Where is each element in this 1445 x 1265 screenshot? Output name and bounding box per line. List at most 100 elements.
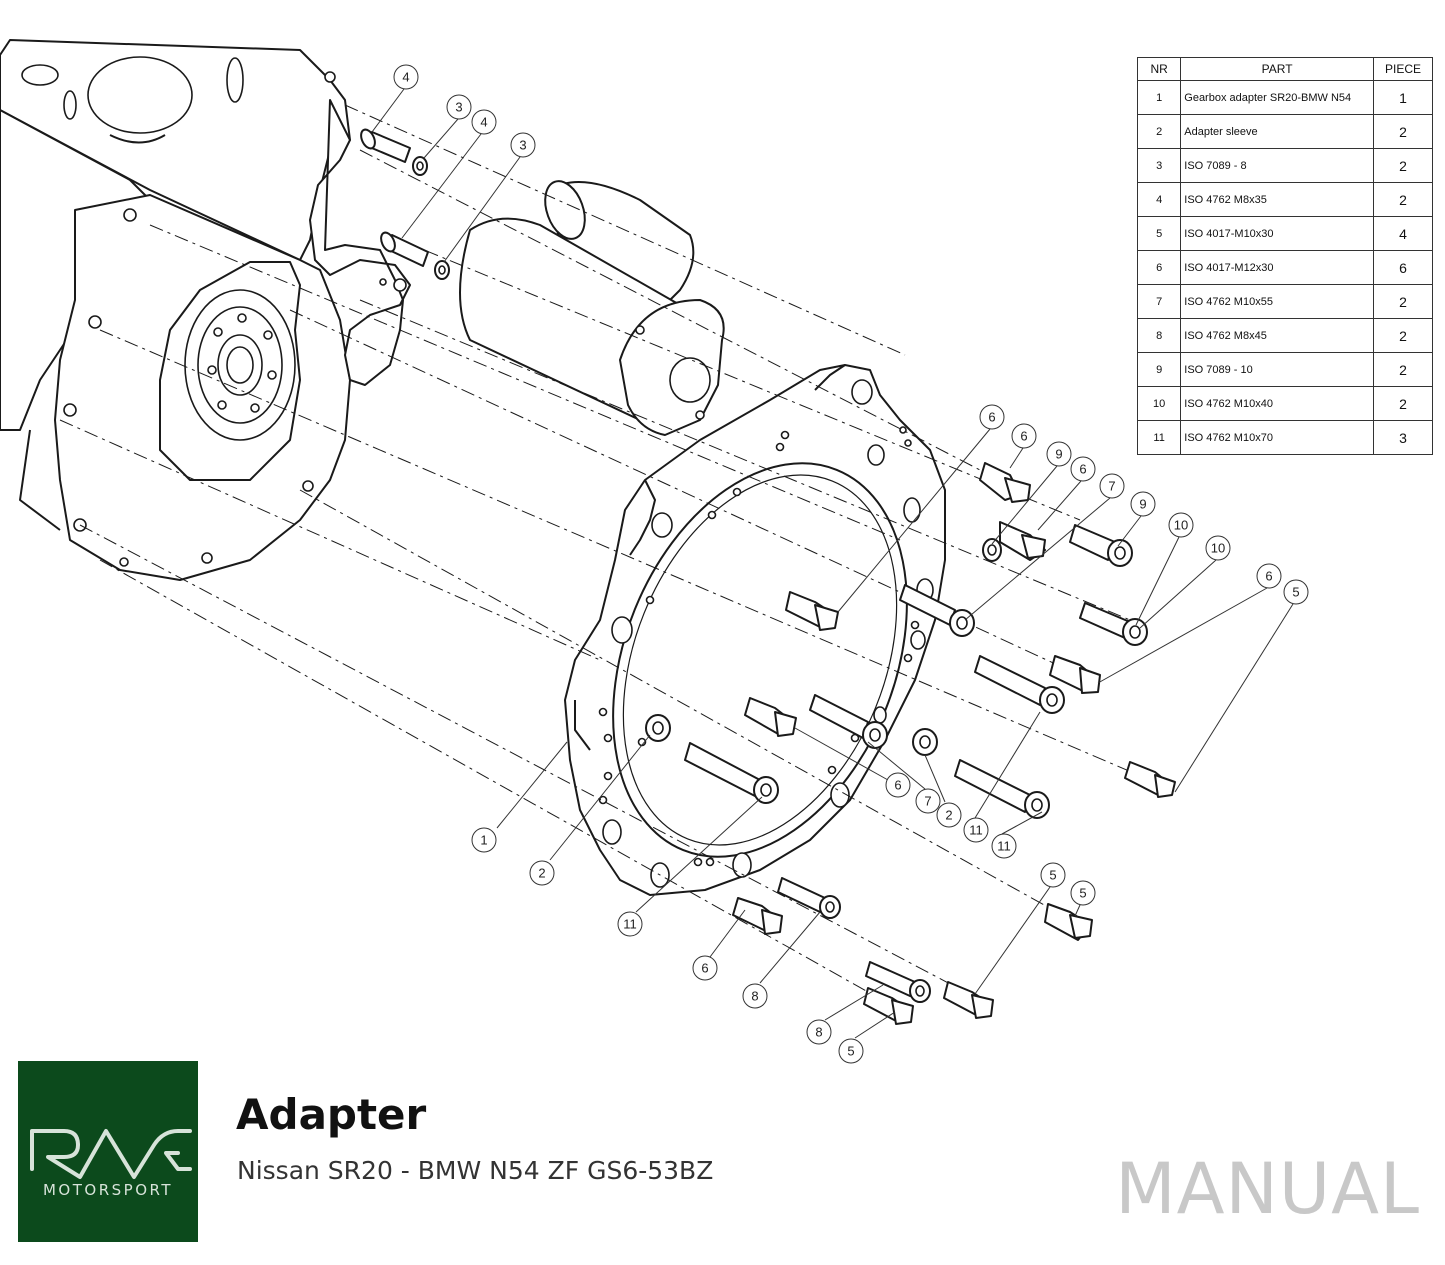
svg-text:6: 6: [894, 778, 901, 793]
row-part: ISO 4762 M8x35: [1180, 182, 1374, 217]
table-header-row: NR PART PIECE: [1136, 57, 1434, 81]
row-nr: 6: [1136, 250, 1182, 285]
logo-mark-icon: [30, 1129, 192, 1179]
row-part: ISO 4017-M10x30: [1180, 216, 1374, 251]
callout-balloon: 7: [915, 788, 941, 814]
bolt-6-b: [999, 521, 1046, 561]
callout-balloon: 5: [838, 1038, 864, 1064]
svg-text:5: 5: [1079, 886, 1086, 901]
document-type-label: MANUAL: [1115, 1148, 1420, 1230]
header-nr: NR: [1136, 57, 1182, 81]
row-piece: 6: [1372, 250, 1434, 285]
row-nr: 1: [1136, 80, 1182, 115]
leader-lines: [371, 88, 1294, 1039]
svg-text:1: 1: [480, 833, 487, 848]
svg-text:6: 6: [1079, 462, 1086, 477]
starter-bracket: [309, 99, 411, 386]
callout-balloon: 2: [529, 860, 555, 886]
bolt-11-b: [954, 759, 1050, 819]
svg-text:8: 8: [815, 1025, 822, 1040]
callout-balloon: 2: [936, 802, 962, 828]
row-nr: 10: [1136, 386, 1182, 421]
row-nr: 8: [1136, 318, 1182, 353]
callout-balloon: 11: [963, 817, 989, 843]
row-nr: 7: [1136, 284, 1182, 319]
bolt-8-b: [865, 961, 931, 1003]
callout-balloon: 8: [806, 1019, 832, 1045]
callouts: 4 3 4 3 6 6 9 6 7 9 10 10 6 5 1 2 11 6 7…: [393, 64, 1309, 1064]
callout-balloon: 6: [1070, 456, 1096, 482]
bolt-11-a: [974, 655, 1065, 714]
row-part: ISO 4017-M12x30: [1180, 250, 1374, 285]
starter-motor: [459, 180, 725, 436]
bolt-10-a: [1079, 602, 1148, 646]
svg-text:10: 10: [1211, 541, 1225, 556]
row-piece: 3: [1372, 420, 1434, 455]
svg-text:6: 6: [701, 961, 708, 976]
row-piece: 2: [1372, 114, 1434, 149]
callout-balloon: 9: [1046, 441, 1072, 467]
row-nr: 4: [1136, 182, 1182, 217]
fasteners: [360, 128, 1176, 1025]
row-piece: 2: [1372, 148, 1434, 183]
row-nr: 3: [1136, 148, 1182, 183]
row-piece: 4: [1372, 216, 1434, 251]
row-piece: 1: [1372, 80, 1434, 115]
bolt-5-b2: [863, 987, 914, 1025]
page-title: Adapter: [236, 1090, 427, 1139]
row-part: Gearbox adapter SR20-BMW N54: [1180, 80, 1374, 115]
bolt-6-d: [785, 591, 839, 631]
bolt-7-b: [809, 694, 888, 749]
callout-balloon: 6: [692, 955, 718, 981]
svg-text:11: 11: [997, 839, 1011, 854]
svg-text:3: 3: [455, 100, 462, 115]
callout-balloon: 6: [1011, 423, 1037, 449]
row-nr: 9: [1136, 352, 1182, 387]
bolt-5-right: [1124, 761, 1176, 798]
bolt-9-sleeve: [1069, 524, 1133, 567]
adapter-plate: [564, 364, 946, 896]
callout-balloon: 6: [979, 404, 1005, 430]
svg-text:2: 2: [538, 866, 545, 881]
row-part: Adapter sleeve: [1180, 114, 1374, 149]
page-subtitle: Nissan SR20 - BMW N54 ZF GS6-53BZ: [237, 1156, 714, 1185]
bolt-4-upper: [360, 128, 411, 163]
callout-balloon: 11: [991, 833, 1017, 859]
row-nr: 2: [1136, 114, 1182, 149]
svg-text:7: 7: [924, 794, 931, 809]
svg-text:7: 7: [1108, 479, 1115, 494]
callout-balloon: 5: [1040, 862, 1066, 888]
callout-balloon: 10: [1205, 535, 1231, 561]
row-part: ISO 7089 - 10: [1180, 352, 1374, 387]
callout-balloon: 9: [1130, 491, 1156, 517]
svg-text:9: 9: [1055, 447, 1062, 462]
bolt-6-a: [979, 462, 1031, 503]
bolt-7-a: [899, 584, 975, 637]
bolt-5-b3: [943, 981, 994, 1019]
svg-text:5: 5: [847, 1044, 854, 1059]
svg-text:10: 10: [1174, 518, 1188, 533]
svg-text:2: 2: [945, 808, 952, 823]
row-part: ISO 4762 M10x40: [1180, 386, 1374, 421]
sleeve-2-right: [912, 728, 938, 756]
pmc-motorsport-logo: MOTORSPORT: [18, 1061, 198, 1242]
row-part: ISO 7089 - 8: [1180, 148, 1374, 183]
bolt-11-c: [684, 742, 779, 804]
callout-balloon: 1: [471, 827, 497, 853]
row-piece: 2: [1372, 284, 1434, 319]
logo-wordmark: MOTORSPORT: [42, 1181, 173, 1199]
svg-text:5: 5: [1049, 868, 1056, 883]
bolt-5-b1: [1044, 903, 1093, 941]
callout-balloon: 6: [885, 772, 911, 798]
